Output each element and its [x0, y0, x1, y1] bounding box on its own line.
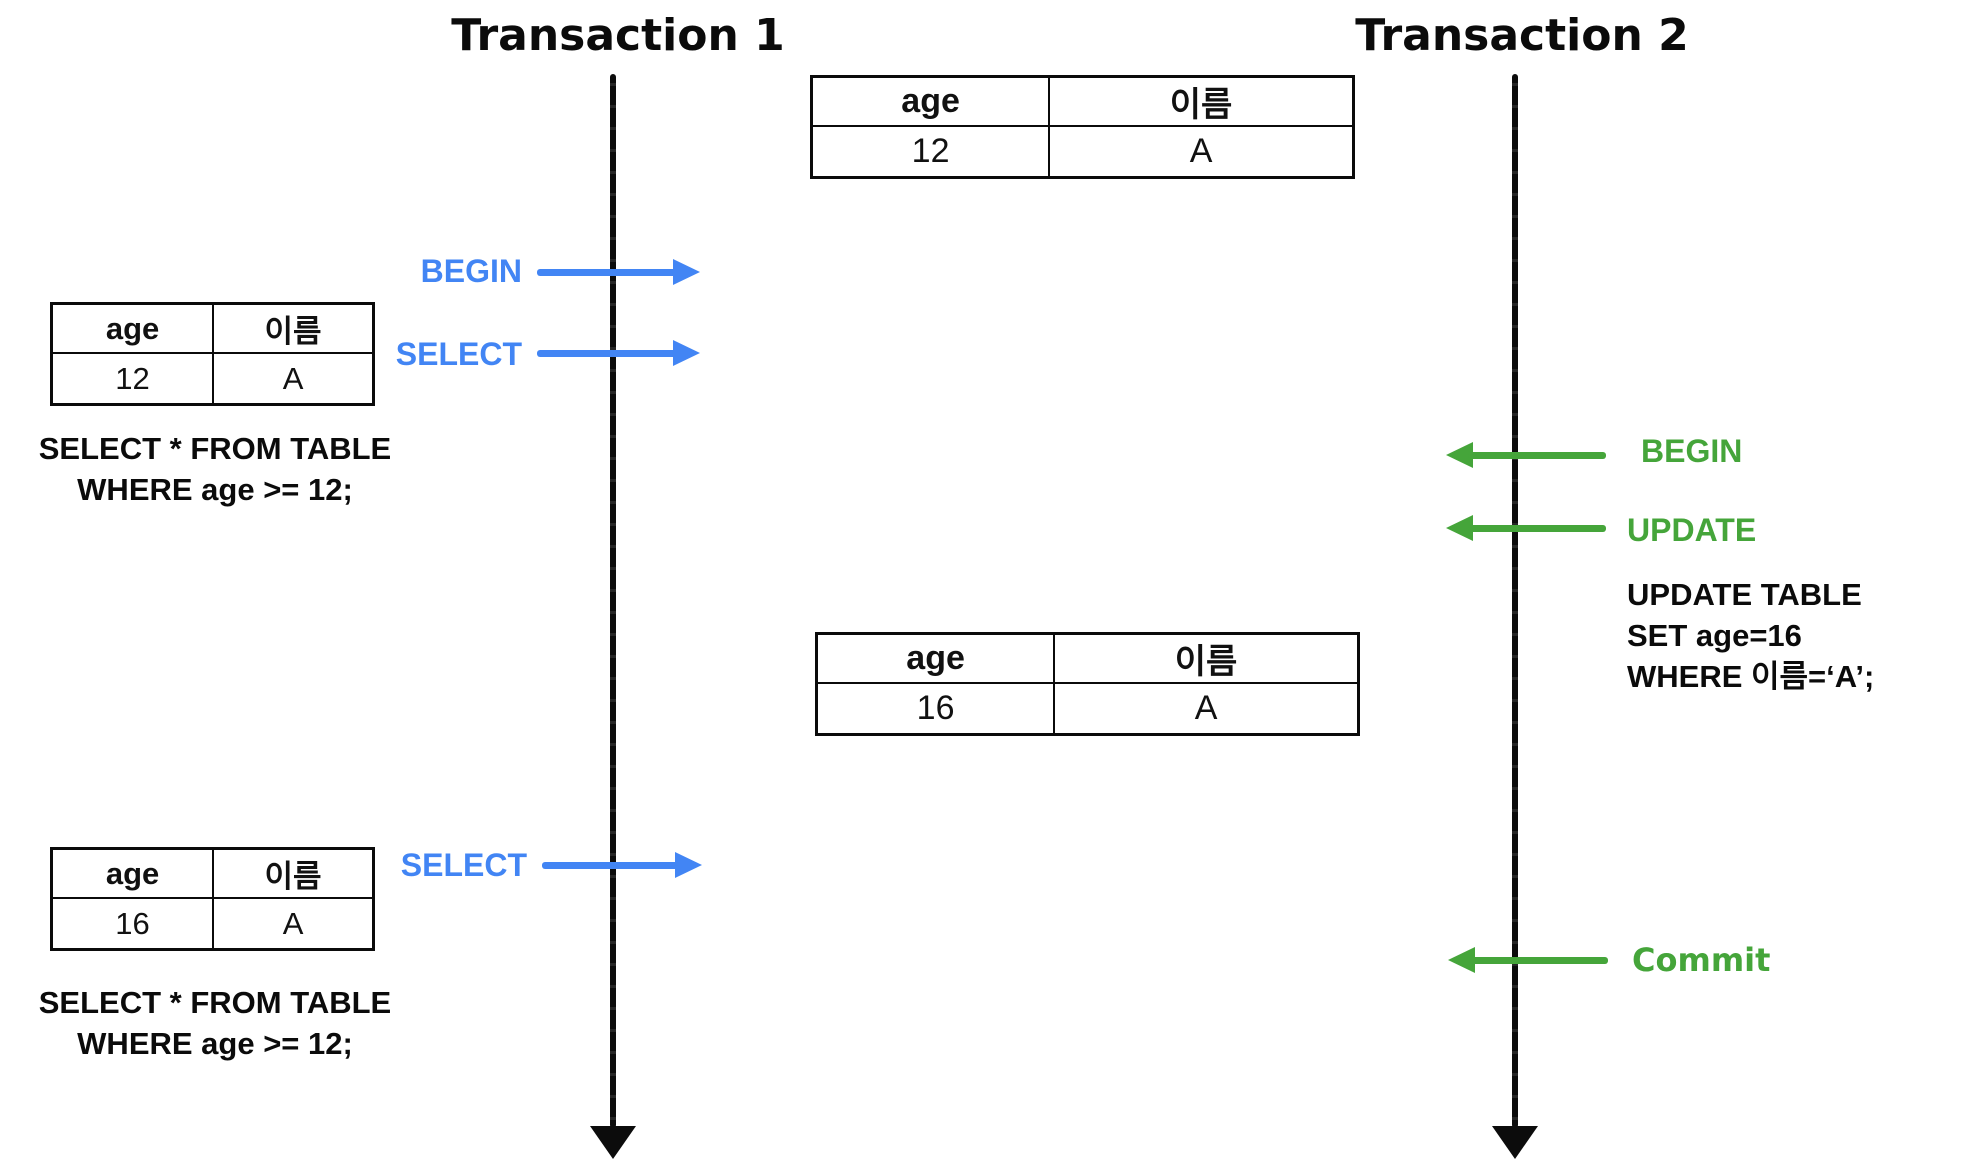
initial-table-name-value: A	[1189, 132, 1213, 170]
t2-update-sql-line3: WHERE 이름=‘A’;	[1627, 659, 1875, 694]
t1-first-table-header-age: age	[53, 305, 215, 354]
t2-update-sql-line2: SET age=16	[1627, 618, 1802, 653]
t2-commit-label: Commit	[1632, 941, 1771, 979]
t1-select-sql-top-line2: WHERE age >= 12;	[77, 472, 353, 507]
t1-select-1-arrow-icon	[537, 340, 700, 367]
t2-update-arrow-icon	[1446, 515, 1606, 542]
t1-begin-arrow-icon	[537, 259, 700, 286]
transaction-1-title: Transaction 1	[451, 10, 785, 61]
initial-table-header-name: 이름	[1050, 78, 1352, 127]
t2-update-label: UPDATE	[1627, 512, 1757, 548]
t1-select-sql-bottom: SELECT * FROM TABLE WHERE age >= 12;	[25, 982, 405, 1064]
t1-second-table-age-value: 16	[53, 899, 215, 948]
transaction-2-timeline	[1512, 74, 1518, 1128]
t2-update-sql: UPDATE TABLE SET age=16 WHERE 이름=‘A’;	[1627, 574, 1967, 697]
t1-first-table-age-value: 12	[53, 354, 215, 403]
t2-begin-label: BEGIN	[1641, 433, 1743, 469]
t1-select-sql-bottom-line2: WHERE age >= 12;	[77, 1026, 353, 1061]
after-update-table-header-name: 이름	[1055, 635, 1357, 684]
initial-table: age 이름 12 A	[810, 75, 1355, 179]
t1-second-select-result-table: age 이름 16 A	[50, 847, 375, 951]
t1-begin-label: BEGIN	[420, 253, 522, 289]
transaction-2-timeline-arrowhead-icon	[1492, 1126, 1538, 1159]
t1-first-table-name-value: A	[282, 360, 304, 396]
t2-commit-arrow-icon	[1448, 947, 1608, 974]
t1-second-table-header-age: age	[53, 850, 215, 899]
after-update-table-age-value: 16	[818, 684, 1056, 733]
t1-second-table-header-name: 이름	[214, 850, 372, 899]
transaction-1-timeline	[610, 74, 616, 1128]
after-update-table-name-value: A	[1194, 689, 1218, 727]
t2-update-sql-line1: UPDATE TABLE	[1627, 577, 1862, 612]
t1-select-sql-top: SELECT * FROM TABLE WHERE age >= 12;	[25, 428, 405, 510]
initial-table-header-age: age	[813, 78, 1051, 127]
initial-table-age-value: 12	[813, 127, 1051, 176]
t1-select-2-arrow-icon	[542, 852, 702, 879]
t1-select-sql-top-line1: SELECT * FROM TABLE	[38, 431, 392, 466]
t1-select-1-label: SELECT	[395, 336, 522, 372]
after-update-table: age 이름 16 A	[815, 632, 1360, 736]
transaction-2-title: Transaction 2	[1355, 10, 1689, 61]
t1-first-select-result-table: age 이름 12 A	[50, 302, 375, 406]
t1-select-2-label: SELECT	[400, 847, 527, 883]
t1-second-table-name-value: A	[282, 905, 304, 941]
t2-begin-arrow-icon	[1446, 442, 1606, 469]
after-update-table-header-age: age	[818, 635, 1056, 684]
t1-select-sql-bottom-line1: SELECT * FROM TABLE	[38, 985, 392, 1020]
t1-first-table-header-name: 이름	[214, 305, 372, 354]
transaction-1-timeline-arrowhead-icon	[590, 1126, 636, 1159]
